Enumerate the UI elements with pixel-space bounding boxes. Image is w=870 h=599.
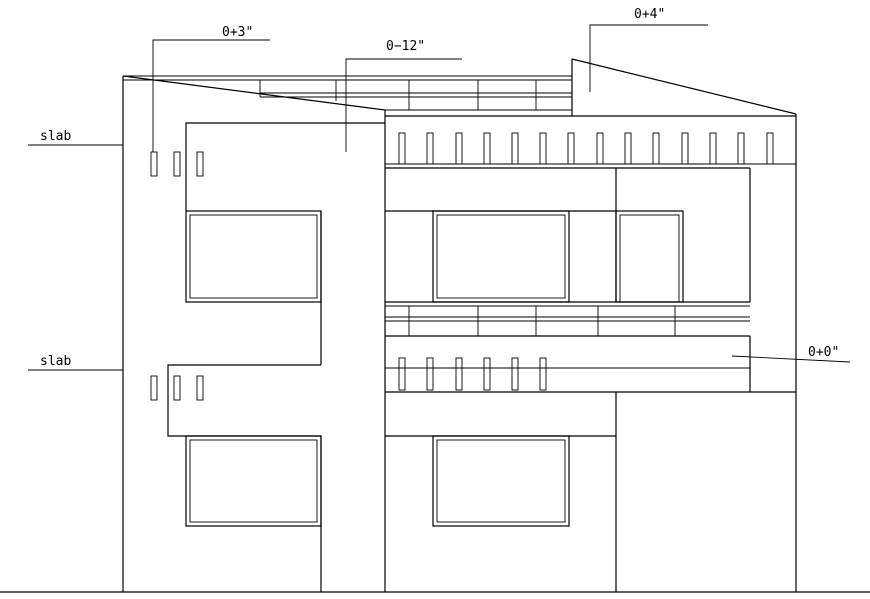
- vents-left-upper: [150, 151, 204, 177]
- lower-right-wall: [385, 392, 617, 592]
- level-plus4-label: 0+4": [634, 7, 665, 22]
- window-right-lower: [432, 435, 570, 527]
- upper-floor: [385, 167, 751, 302]
- annotation-level-plus3: 0+3": [152, 25, 270, 152]
- vents-left-lower: [150, 375, 204, 401]
- railing-upper: [385, 132, 796, 165]
- annotation-slab-lower: slab: [28, 354, 123, 371]
- annotation-slab-upper: slab: [28, 129, 123, 146]
- roof-band: [123, 75, 572, 592]
- window-right-upper: [432, 210, 570, 303]
- left-block: [122, 75, 386, 592]
- right-block: [385, 58, 797, 592]
- slab-upper-label: slab: [40, 129, 71, 144]
- level-minus12-label: 0−12": [386, 39, 425, 54]
- slab-band: [385, 301, 750, 337]
- level-plus3-label: 0+3": [222, 25, 253, 40]
- annotation-level-zero: 0+0": [731, 345, 851, 363]
- slab-lower-label: slab: [40, 354, 71, 369]
- level-zero-label: 0+0": [808, 345, 839, 360]
- annotation-level-minus12: 0−12": [345, 39, 462, 152]
- annotation-level-plus4: 0+4": [589, 7, 708, 92]
- balcony-lower: [385, 336, 796, 393]
- window-left-upper: [185, 210, 322, 303]
- window-right-upper-small: [615, 210, 684, 303]
- window-left-lower: [185, 435, 322, 527]
